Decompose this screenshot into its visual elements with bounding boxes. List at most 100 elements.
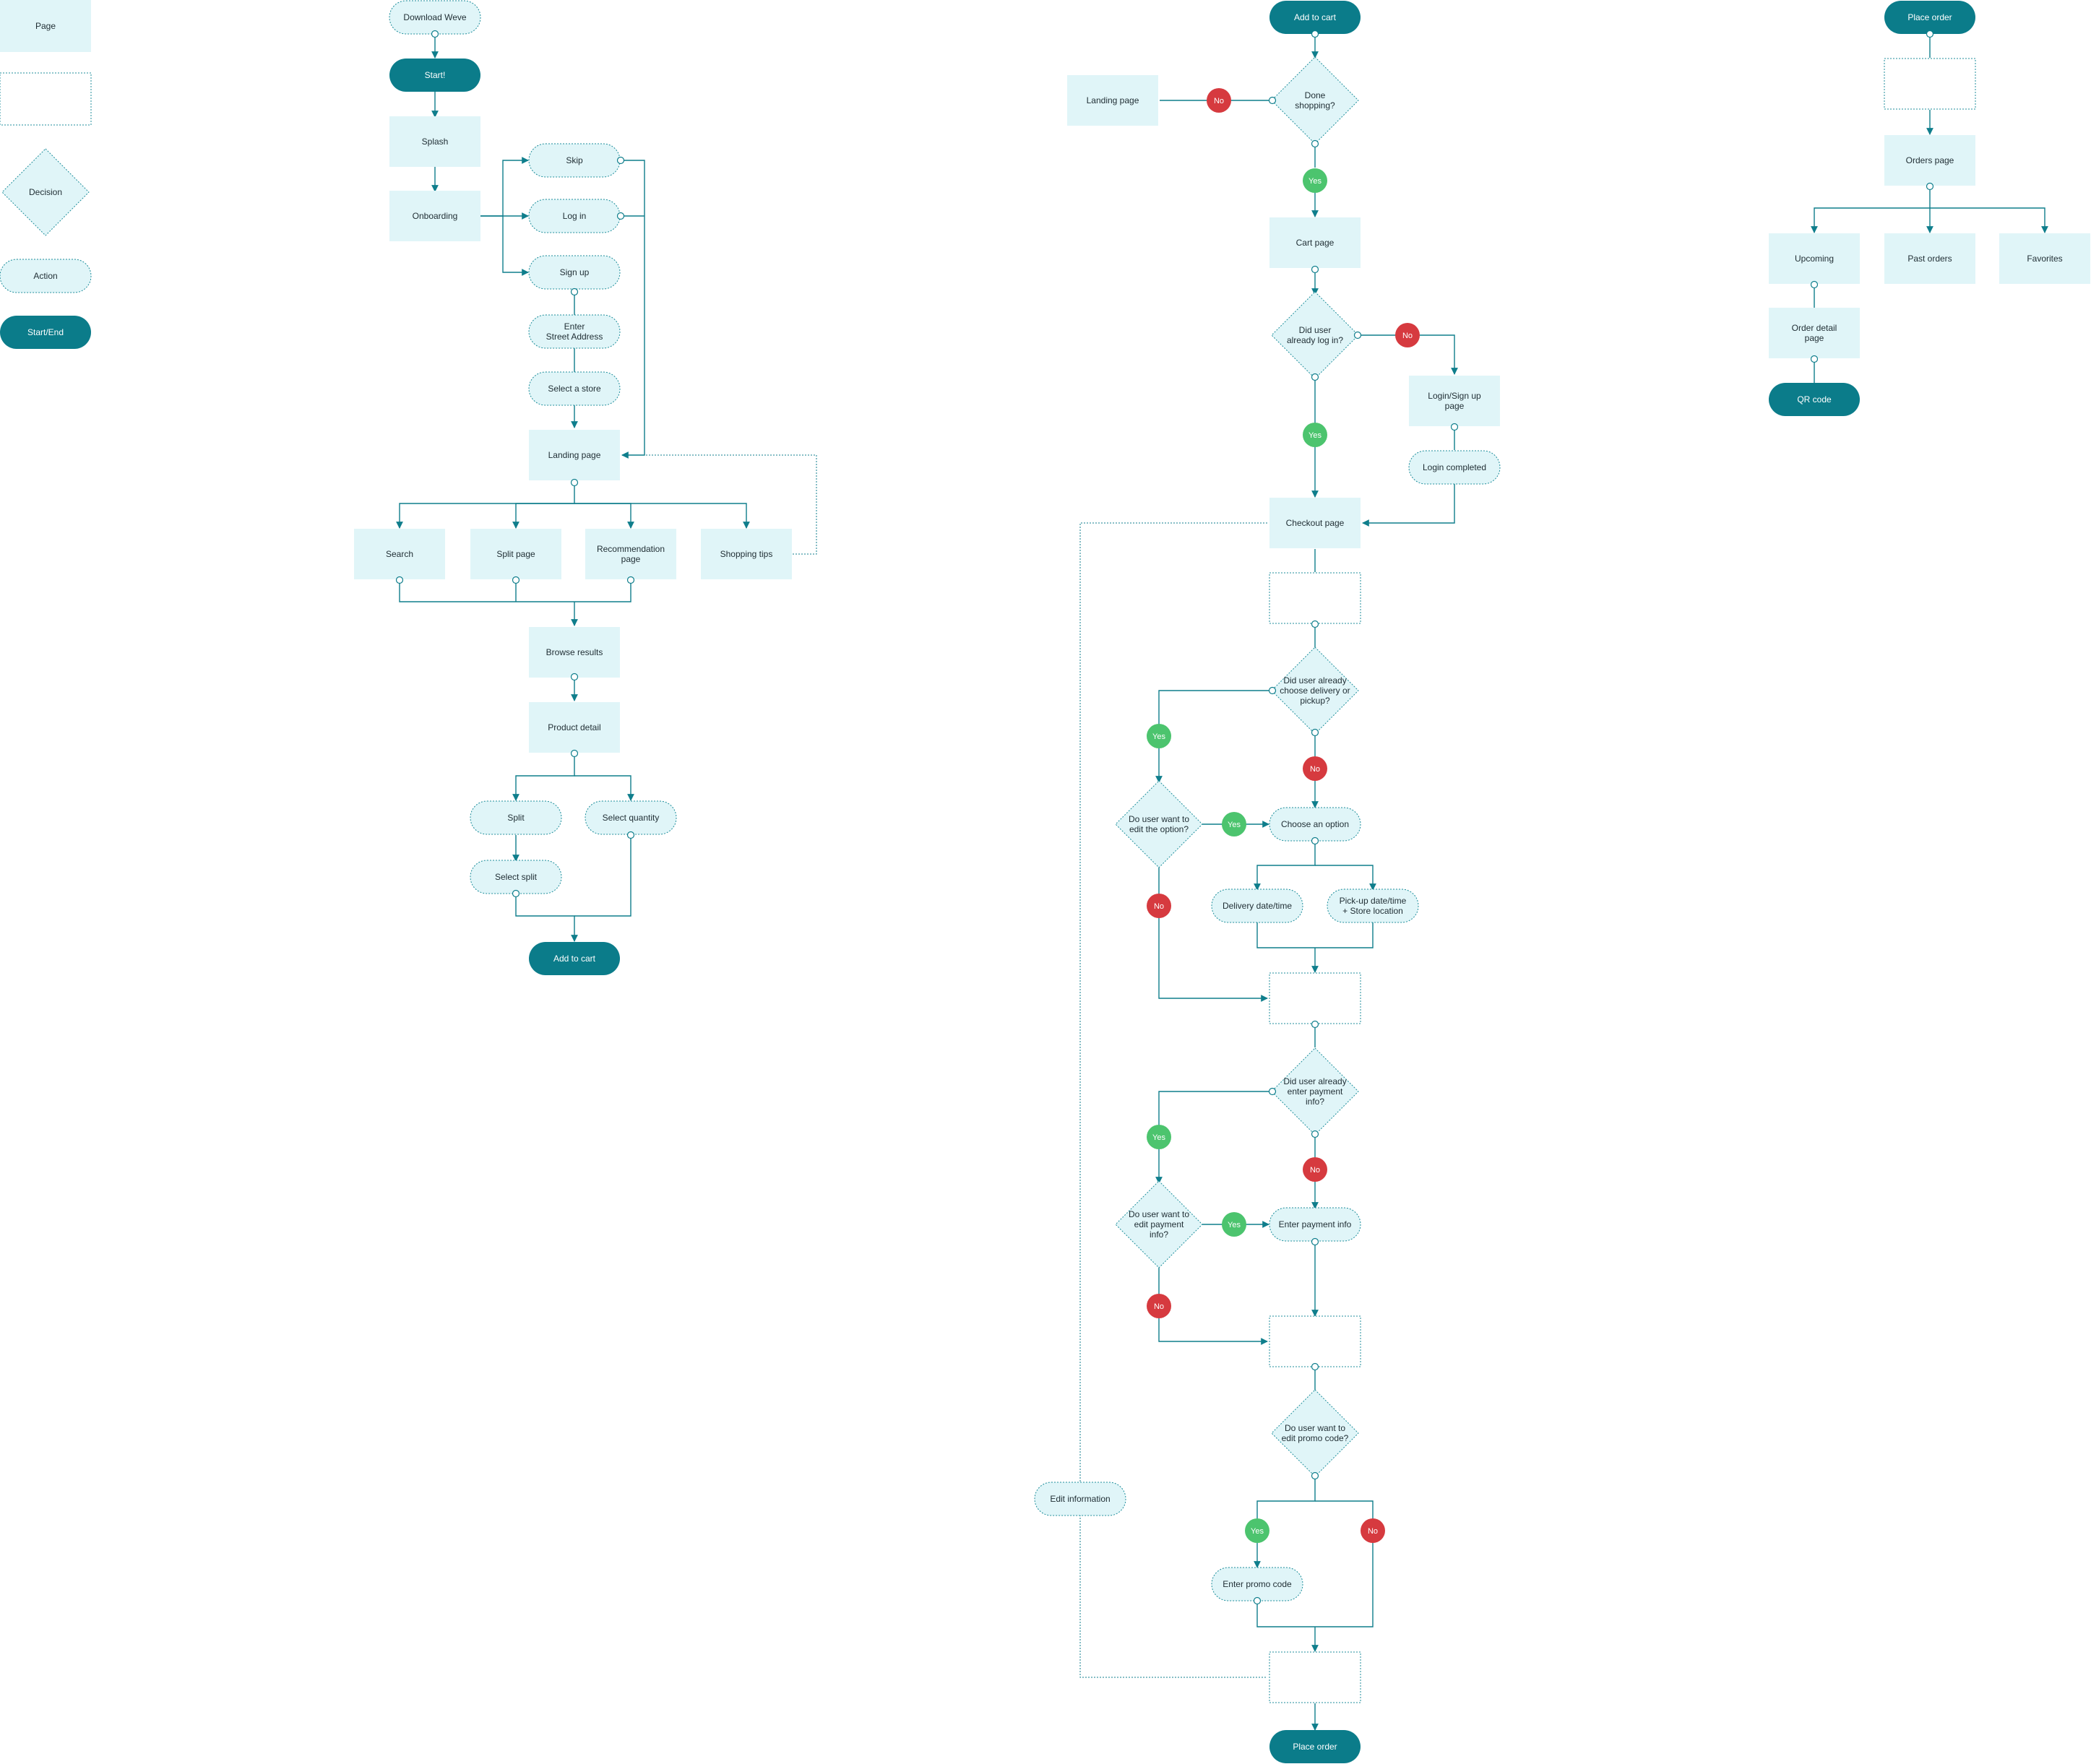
blank-page-3 xyxy=(1269,1315,1361,1367)
node-label: Checkout page xyxy=(1286,518,1345,528)
node-label: Sign up xyxy=(560,267,590,277)
select-store-action: Select a store xyxy=(528,371,621,406)
login-completed-action: Login completed xyxy=(1408,450,1501,485)
node-label: Past orders xyxy=(1907,254,1952,264)
badge-label: Yes xyxy=(1152,732,1165,741)
connector-port xyxy=(1311,1237,1319,1246)
badge-label: No xyxy=(1214,97,1224,105)
select-quantity-action: Select quantity xyxy=(585,800,677,835)
connector xyxy=(1256,922,1374,948)
node-label: Did user xyxy=(1299,325,1332,335)
connector-port xyxy=(626,576,635,584)
choose-option-action: Choose an option xyxy=(1269,807,1361,842)
connector xyxy=(1930,207,2048,233)
node-label: Download Weve xyxy=(403,12,466,22)
blank-page-4 xyxy=(1269,1651,1361,1703)
no-badge: No xyxy=(1395,323,1420,347)
browse-results-page: Browse results xyxy=(529,627,620,678)
pickup-action: Pick-up date/time+ Store location xyxy=(1327,889,1419,923)
connector-port xyxy=(1311,1471,1319,1480)
no-badge: No xyxy=(1303,1157,1327,1182)
connector-port xyxy=(1810,355,1819,363)
legend-action: Action xyxy=(0,259,92,293)
connector xyxy=(1155,690,1272,783)
blank-page-2 xyxy=(1269,972,1361,1024)
start-node: Start! xyxy=(389,59,480,92)
node-label: + Store location xyxy=(1342,906,1403,916)
connector xyxy=(574,503,634,529)
connector xyxy=(574,503,750,529)
node-label: pickup? xyxy=(1300,696,1330,706)
badge-label: No xyxy=(1402,332,1413,340)
badge-label: Yes xyxy=(1251,1527,1264,1536)
legend-blank-page xyxy=(0,72,92,126)
edit-information-action: Edit information xyxy=(1034,1482,1126,1516)
connector-port xyxy=(1311,620,1319,628)
connector xyxy=(1811,186,1931,233)
node-label: Splash xyxy=(422,137,449,147)
node-label: Select quantity xyxy=(603,813,660,823)
node-label: page xyxy=(621,554,641,564)
connector-port xyxy=(1311,139,1319,148)
connector-port xyxy=(570,478,579,487)
landing-page: Landing page xyxy=(529,430,620,480)
cart-page: Cart page xyxy=(1269,217,1361,268)
connector-port xyxy=(1450,423,1459,431)
node-label: Browse results xyxy=(546,647,603,657)
node-label: Do user want to xyxy=(1285,1423,1345,1433)
connector xyxy=(515,894,578,942)
badge-label: No xyxy=(1154,902,1164,911)
connectors xyxy=(396,34,2048,1731)
split-page: Split page xyxy=(470,529,561,579)
node-label: Recommendation xyxy=(597,544,665,554)
no-badge: No xyxy=(1147,894,1171,918)
connector xyxy=(1362,483,1455,527)
node-label: choose delivery or xyxy=(1280,686,1350,696)
skip-action: Skip xyxy=(528,143,621,178)
search-page: Search xyxy=(354,529,445,579)
node-label: Search xyxy=(386,549,413,559)
yes-badge: Yes xyxy=(1245,1518,1269,1543)
node-label: Choose an option xyxy=(1281,819,1349,829)
connector xyxy=(574,775,634,801)
connector-port xyxy=(570,749,579,758)
past-orders-page: Past orders xyxy=(1884,233,1975,284)
add-to-cart-start: Add to cart xyxy=(1269,1,1361,34)
orders-page: Orders page xyxy=(1884,135,1975,186)
yes-badge: Yes xyxy=(1147,724,1171,748)
connector-port xyxy=(512,576,520,584)
badge-label: Yes xyxy=(1228,821,1241,829)
no-badge: No xyxy=(1361,1518,1385,1543)
connector xyxy=(1158,1266,1268,1345)
yes-badge: Yes xyxy=(1222,1212,1246,1237)
badge-label: No xyxy=(1310,765,1320,774)
node-label: edit payment xyxy=(1134,1219,1184,1229)
node-label: already log in? xyxy=(1287,335,1343,345)
node-label: Select split xyxy=(495,872,538,882)
node-label: Do user want to xyxy=(1129,814,1189,824)
connector-port xyxy=(1311,836,1319,845)
node-label: Skip xyxy=(566,155,583,165)
connector-port xyxy=(1311,265,1319,274)
badge-label: No xyxy=(1310,1166,1320,1175)
node-label: Street Address xyxy=(546,332,603,342)
connector-port xyxy=(1311,373,1319,381)
onboarding-page: Onboarding xyxy=(389,191,480,241)
connector xyxy=(512,753,575,801)
connector-port xyxy=(431,30,439,38)
connector-tips-to-landing xyxy=(621,452,817,555)
node-label: Done xyxy=(1305,90,1326,100)
node-label: Login/Sign up xyxy=(1428,391,1481,401)
node-label: Decision xyxy=(29,187,62,197)
node-label: Enter xyxy=(564,321,585,332)
node-label: Split xyxy=(507,813,525,823)
connector-port xyxy=(1268,96,1277,105)
node-label: Cart page xyxy=(1296,238,1335,248)
connector-edit-info-loop xyxy=(1079,522,1267,1678)
node-label: Do user want to xyxy=(1129,1209,1189,1219)
checkout-page: Checkout page xyxy=(1269,498,1361,548)
